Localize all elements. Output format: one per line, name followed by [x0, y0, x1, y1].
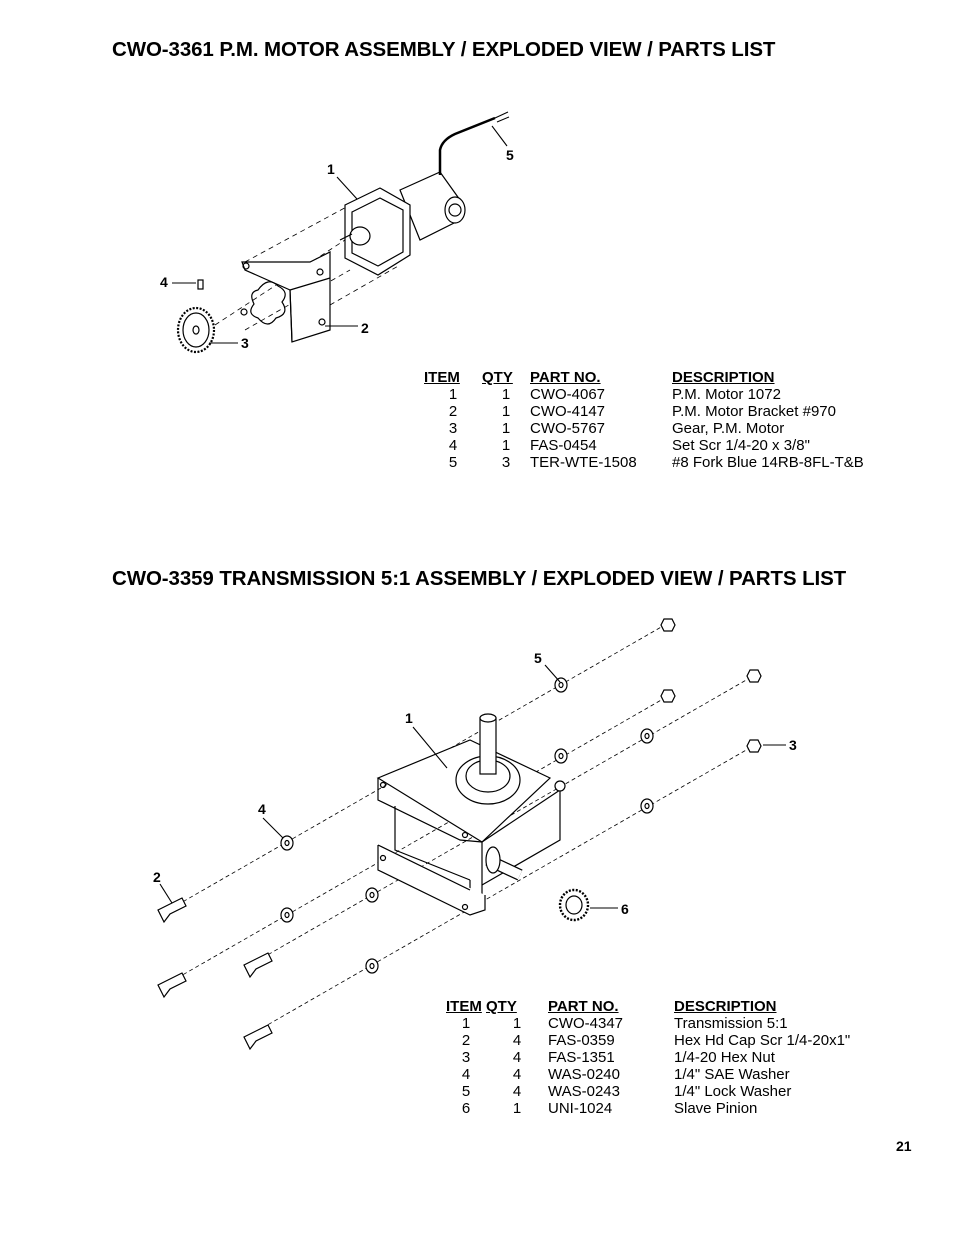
- transmission-assembly-diagram: [157, 618, 786, 1051]
- cell-part-no: CWO-4067: [530, 386, 606, 403]
- pm-motor-bracket: [240, 251, 331, 343]
- cell-part-no: FAS-0454: [530, 437, 597, 454]
- cell-item: 1: [448, 386, 458, 403]
- cell-qty: 4: [512, 1066, 522, 1083]
- header-qty: QTY: [482, 369, 513, 386]
- washers: [280, 677, 654, 974]
- table-row: 4 1 FAS-0454 Set Scr 1/4-20 x 3/8": [424, 437, 864, 454]
- cell-qty: 3: [501, 454, 511, 471]
- table-row: 3 1 CWO-5767 Gear, P.M. Motor: [424, 420, 864, 437]
- cell-description: P.M. Motor Bracket #970: [672, 403, 836, 420]
- cell-part-no: FAS-1351: [548, 1049, 615, 1066]
- callout-2: 2: [153, 869, 161, 885]
- callout-1: 1: [327, 161, 335, 177]
- motor-parts-table: ITEM QTY PART NO. DESCRIPTION 1 1 CWO-40…: [424, 369, 864, 471]
- header-item: ITEM: [424, 369, 460, 386]
- cell-qty: 4: [512, 1083, 522, 1100]
- cell-part-no: CWO-5767: [530, 420, 606, 437]
- cell-part-no: CWO-4147: [530, 403, 606, 420]
- cell-part-no: UNI-1024: [548, 1100, 613, 1117]
- cell-item: 6: [461, 1100, 471, 1117]
- pm-motor: [339, 111, 510, 276]
- callout-2: 2: [361, 320, 369, 336]
- cell-description: Hex Hd Cap Scr 1/4-20x1": [674, 1032, 851, 1049]
- table-row: 1 1 CWO-4347 Transmission 5:1: [446, 1015, 850, 1032]
- cell-description: 1/4-20 Hex Nut: [674, 1049, 775, 1066]
- cell-description: Transmission 5:1: [674, 1015, 788, 1032]
- cell-description: 1/4" Lock Washer: [674, 1083, 792, 1100]
- callout-3: 3: [241, 335, 249, 351]
- hex-cap-screws: [157, 897, 273, 1051]
- header-part-no: PART NO.: [548, 998, 619, 1015]
- table-row: 3 4 FAS-1351 1/4-20 Hex Nut: [446, 1049, 850, 1066]
- header-description: DESCRIPTION: [674, 998, 777, 1015]
- cell-description: Gear, P.M. Motor: [672, 420, 785, 437]
- cell-qty: 1: [501, 437, 511, 454]
- hex-nuts: [660, 618, 762, 753]
- header-part-no: PART NO.: [530, 369, 601, 386]
- table-row: 2 1 CWO-4147 P.M. Motor Bracket #970: [424, 403, 864, 420]
- table-row: 5 3 TER-WTE-1508 #8 Fork Blue 14RB-8FL-T…: [424, 454, 864, 471]
- cell-qty: 4: [512, 1049, 522, 1066]
- table-row: 1 1 CWO-4067 P.M. Motor 1072: [424, 386, 864, 403]
- cell-item: 2: [448, 403, 458, 420]
- callout-3: 3: [789, 737, 797, 753]
- motor-callouts: 1 2 3 4 5: [160, 147, 514, 351]
- cell-description: #8 Fork Blue 14RB-8FL-T&B: [672, 454, 864, 471]
- cell-part-no: CWO-4347: [548, 1015, 624, 1032]
- cell-item: 4: [461, 1066, 471, 1083]
- callout-5: 5: [534, 650, 542, 666]
- transmission-parts-table: ITEM QTY PART NO. DESCRIPTION 1 1 CWO-43…: [446, 998, 850, 1117]
- set-screw: [197, 279, 204, 290]
- cell-part-no: WAS-0240: [548, 1066, 620, 1083]
- header-description: DESCRIPTION: [672, 369, 775, 386]
- cell-part-no: TER-WTE-1508: [530, 454, 637, 471]
- cell-description: P.M. Motor 1072: [672, 386, 781, 403]
- callout-4: 4: [160, 274, 168, 290]
- cell-item: 3: [448, 420, 458, 437]
- cell-description: Set Scr 1/4-20 x 3/8": [672, 437, 810, 454]
- table-header-row: ITEM QTY PART NO. DESCRIPTION: [424, 369, 864, 386]
- callout-1: 1: [405, 710, 413, 726]
- slave-pinion: [558, 888, 590, 922]
- pm-motor-gear: [176, 306, 216, 354]
- table-row: 4 4 WAS-0240 1/4" SAE Washer: [446, 1066, 850, 1083]
- cell-description: Slave Pinion: [674, 1100, 758, 1117]
- motor-assembly-diagram: [172, 111, 510, 354]
- transmission-callouts: 1 2 3 4 5 6: [153, 650, 797, 917]
- callout-5: 5: [506, 147, 514, 163]
- header-item: ITEM: [446, 998, 482, 1015]
- transmission: [376, 713, 566, 916]
- header-qty: QTY: [486, 998, 517, 1015]
- cell-part-no: FAS-0359: [548, 1032, 615, 1049]
- table-header-row: ITEM QTY PART NO. DESCRIPTION: [446, 998, 850, 1015]
- table-row: 5 4 WAS-0243 1/4" Lock Washer: [446, 1083, 850, 1100]
- cell-item: 4: [448, 437, 458, 454]
- callout-6: 6: [621, 901, 629, 917]
- cell-part-no: WAS-0243: [548, 1083, 620, 1100]
- cell-item: 5: [461, 1083, 471, 1100]
- section-title-transmission-assembly: CWO-3359 TRANSMISSION 5:1 ASSEMBLY / EXP…: [112, 567, 847, 590]
- cell-item: 5: [448, 454, 458, 471]
- cell-qty: 1: [501, 386, 511, 403]
- cell-item: 2: [461, 1032, 471, 1049]
- cell-item: 1: [461, 1015, 471, 1032]
- cell-qty: 1: [512, 1015, 522, 1032]
- cell-item: 3: [461, 1049, 471, 1066]
- cell-qty: 1: [512, 1100, 522, 1117]
- table-row: 2 4 FAS-0359 Hex Hd Cap Scr 1/4-20x1": [446, 1032, 850, 1049]
- page-number: 21: [896, 1138, 912, 1154]
- section-title-motor-assembly: CWO-3361 P.M. MOTOR ASSEMBLY / EXPLODED …: [112, 38, 776, 61]
- cell-qty: 1: [501, 403, 511, 420]
- table-row: 6 1 UNI-1024 Slave Pinion: [446, 1100, 850, 1117]
- cell-description: 1/4" SAE Washer: [674, 1066, 790, 1083]
- callout-4: 4: [258, 801, 266, 817]
- cell-qty: 4: [512, 1032, 522, 1049]
- cell-qty: 1: [501, 420, 511, 437]
